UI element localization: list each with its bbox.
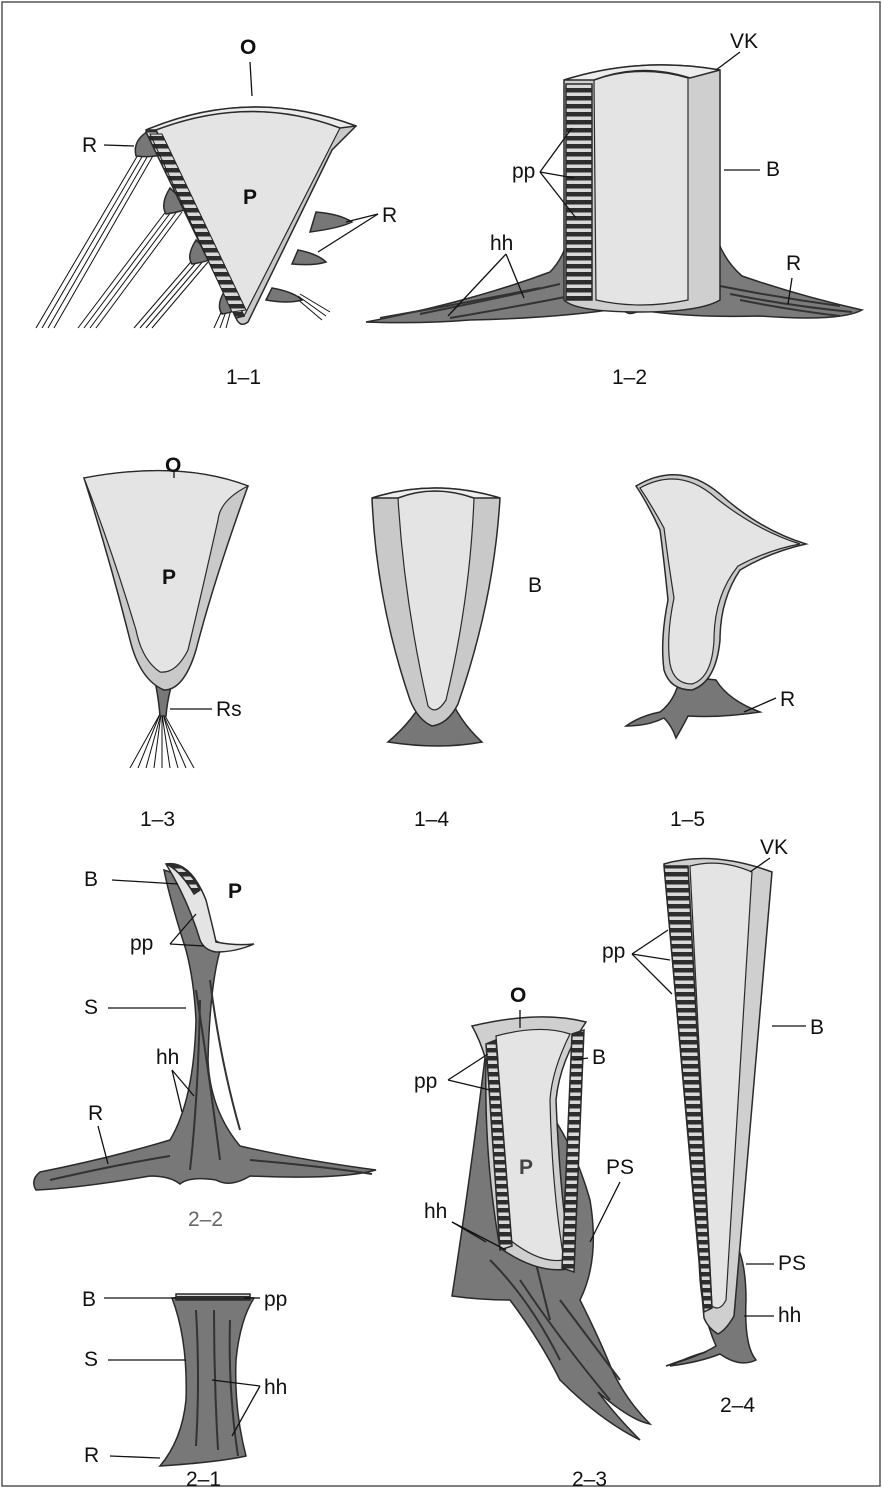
- caption-1-4: 1–4: [414, 808, 449, 831]
- label-O: O: [240, 36, 256, 59]
- comb-layer: [176, 1294, 250, 1300]
- label-B: B: [528, 574, 542, 597]
- panel-2-3: O pp B P PS hh 2–3: [414, 984, 650, 1488]
- label-B: B: [84, 868, 98, 891]
- label-hh: hh: [424, 1200, 447, 1223]
- panel-2-4: VK pp B PS hh 2–4: [602, 836, 824, 1417]
- label-Rs: Rs: [216, 698, 242, 721]
- label-S: S: [84, 1348, 98, 1371]
- caption-2-4: 2–4: [720, 1394, 755, 1417]
- label-hh: hh: [264, 1376, 287, 1399]
- label-PS: PS: [606, 1156, 634, 1179]
- label-VK: VK: [760, 836, 788, 859]
- panel-1-3: O P Rs 1–3: [84, 454, 248, 831]
- label-O: O: [165, 454, 181, 477]
- caption-1-1: 1–1: [226, 366, 261, 389]
- caption-1-5: 1–5: [670, 808, 705, 831]
- label-hh: hh: [778, 1304, 801, 1327]
- label-pp: pp: [512, 160, 535, 183]
- label-B: B: [810, 1016, 824, 1039]
- label-P: P: [162, 566, 176, 589]
- label-P: P: [243, 186, 257, 209]
- label-B: B: [592, 1046, 606, 1069]
- panel-2-1: B pp S hh R 2–1: [82, 1288, 287, 1488]
- caption-2-3: 2–3: [572, 1468, 607, 1488]
- caption-1-2: 1–2: [612, 366, 647, 389]
- panel-1-1: O P R R 1–1: [36, 36, 397, 389]
- label-R: R: [88, 1102, 103, 1125]
- caption-2-2: 2–2: [188, 1208, 223, 1231]
- comb-layer: [566, 84, 592, 300]
- caption-1-3: 1–3: [140, 808, 175, 831]
- label-S: S: [84, 996, 98, 1019]
- panel-2-2: B P pp S hh R 2–2: [34, 864, 376, 1231]
- label-pp: pp: [130, 932, 153, 955]
- label-O: O: [510, 984, 526, 1007]
- label-PS: PS: [778, 1252, 806, 1275]
- label-pp: pp: [264, 1288, 287, 1311]
- label-R: R: [780, 688, 795, 711]
- label-VK: VK: [730, 30, 758, 53]
- panel-1-2: VK pp B hh R 1–2: [366, 30, 862, 389]
- panel-1-4: B 1–4: [372, 488, 542, 831]
- label-B: B: [766, 158, 780, 181]
- label-B: B: [82, 1288, 96, 1311]
- label-hh: hh: [156, 1046, 179, 1069]
- label-P: P: [519, 1156, 533, 1179]
- panel-1-5: R 1–5: [626, 475, 806, 831]
- stalk-root: [160, 1296, 254, 1466]
- label-R: R: [786, 252, 801, 275]
- label-pp: pp: [602, 940, 625, 963]
- label-P: P: [228, 880, 242, 903]
- label-pp: pp: [414, 1070, 437, 1093]
- label-hh: hh: [490, 232, 513, 255]
- label-R-left: R: [82, 134, 97, 157]
- caption-2-1: 2–1: [186, 1468, 221, 1488]
- label-R: R: [84, 1444, 99, 1467]
- label-R-right: R: [382, 204, 397, 227]
